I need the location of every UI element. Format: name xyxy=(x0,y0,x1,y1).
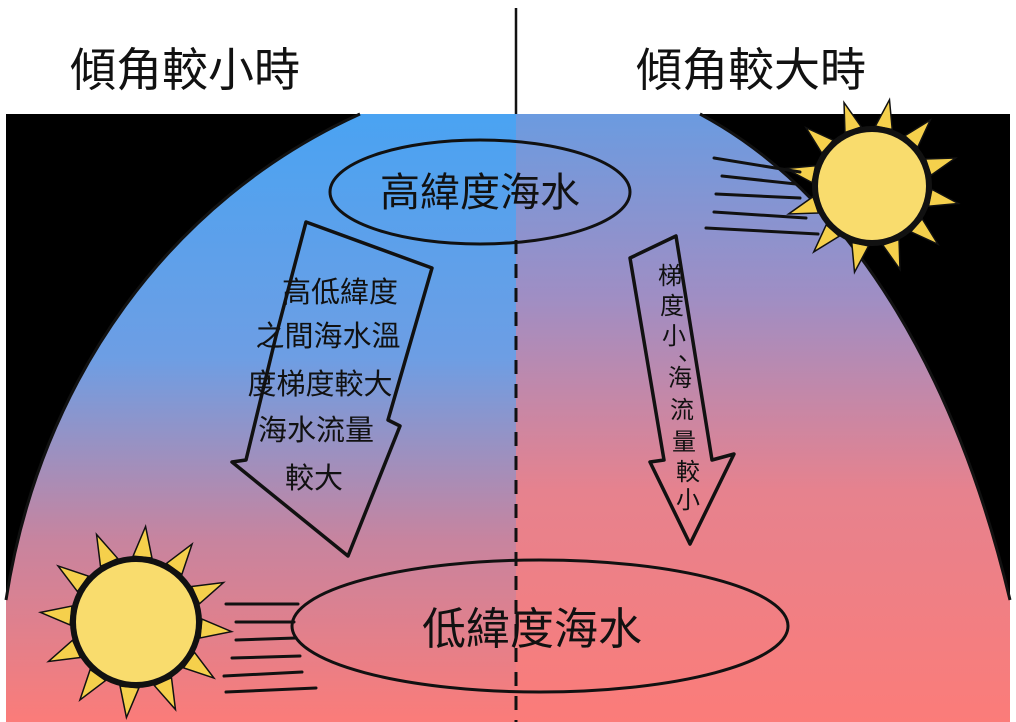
left-header-title: 傾角較小時 xyxy=(70,43,300,97)
sun-icon-right xyxy=(783,97,961,275)
right-arrow-char: 梯 xyxy=(658,262,682,290)
left-arrow-text: 高低緯度 之間海水溫 度梯度較大 海水流量 較大 xyxy=(247,275,400,495)
right-arrow-text: 梯 度 小 、 海 流 量 較 小 xyxy=(658,262,702,514)
left-arrow-line: 高低緯度 xyxy=(282,275,398,309)
right-header-title: 傾角較大時 xyxy=(636,43,866,97)
high-latitude-label: 高緯度海水 xyxy=(380,170,580,216)
right-arrow-char: 小 xyxy=(662,322,686,350)
left-arrow-line: 度梯度較大 xyxy=(247,367,392,401)
right-arrow-char: 小 xyxy=(676,486,700,514)
left-arrow-line: 海水流量 xyxy=(258,413,374,447)
left-sunray-lines xyxy=(222,602,318,694)
low-latitude-ellipse xyxy=(290,558,790,694)
right-flow-arrow xyxy=(628,234,736,546)
header-background xyxy=(0,0,1016,114)
right-arrow-char: 、 xyxy=(678,338,702,366)
low-latitude-label: 低緯度海水 xyxy=(422,604,642,655)
right-sunray-lines xyxy=(704,156,820,236)
left-arrow-line: 之間海水溫 xyxy=(255,319,400,353)
left-arrow-line: 較大 xyxy=(285,461,343,495)
right-arrow-char: 較 xyxy=(676,458,700,486)
right-arrow-char: 量 xyxy=(672,428,696,456)
right-arrow-char: 海 xyxy=(668,364,692,392)
right-arrow-char: 流 xyxy=(670,396,694,424)
right-arrow-char: 度 xyxy=(660,292,684,320)
sun-icon-left xyxy=(37,523,235,721)
left-flow-arrow xyxy=(230,220,434,558)
high-latitude-ellipse xyxy=(328,138,632,246)
